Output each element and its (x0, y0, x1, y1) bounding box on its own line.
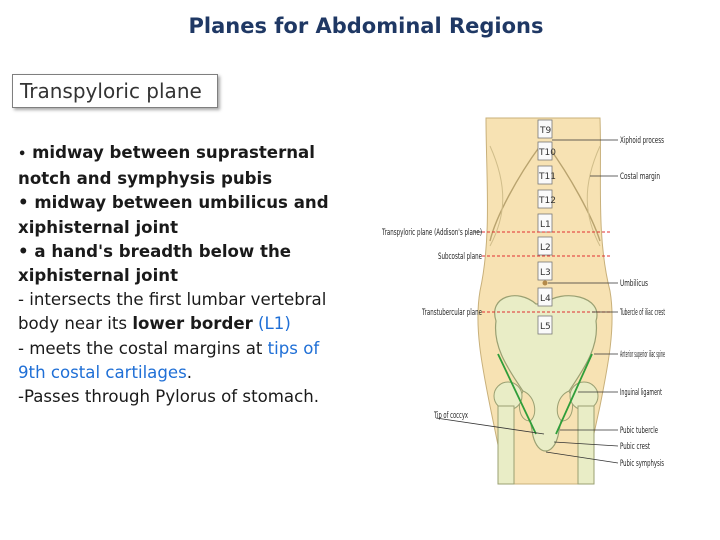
body-text: • midway between suprasternal notch and … (18, 141, 363, 409)
text-line-3: • midway between umbilicus and (18, 193, 329, 213)
label-pubic-tubercle: Pubic tubercle (620, 426, 658, 436)
inguinal-ligament-left (497, 353, 537, 435)
vertebra-label-l5: L5 (540, 322, 551, 332)
vertebra-l4 (537, 287, 553, 307)
vertebra-t11 (537, 165, 553, 185)
inguinal-ligament-right (555, 353, 593, 435)
bullet-small: • (18, 147, 27, 162)
label-inguinal-ligament: Inguinal ligament (620, 388, 662, 398)
label-subcostal-plane: Subcostal plane (438, 252, 482, 262)
label-pubic-symphysis: Pubic symphysis (620, 459, 664, 469)
lower-border: lower border (132, 314, 253, 334)
vertebra-l2 (537, 236, 553, 256)
costal-margin-left (489, 145, 541, 242)
leader-coccyx (435, 417, 545, 435)
vertebra-label-l4: L4 (540, 294, 551, 304)
vertebra-label-l3: L3 (540, 268, 551, 278)
vertebra-t9 (537, 119, 553, 139)
line10b: . (186, 362, 193, 382)
l1-ref: (L1) (258, 314, 291, 334)
femur-right (577, 405, 595, 485)
line8a: body near its (18, 314, 133, 334)
subheading: Transpyloric plane (20, 79, 202, 103)
rib-contour (586, 145, 601, 247)
vertebra-label-l2: L2 (540, 243, 551, 253)
vertebra-label-t10: T10 (538, 148, 556, 158)
text-line-5: • a hand's breadth below the (18, 241, 292, 261)
vertebral-column (537, 119, 553, 335)
abdominal-planes-diagram: T9 T10 T11 T12 L1 L2 L3 L4 L5 Transpylor… (381, 117, 665, 485)
label-transtubercular-plane: Transtubercular plane (421, 308, 482, 318)
vertebra-l5 (537, 315, 553, 335)
text-line-7: - intersects the first lumbar vertebral (18, 290, 327, 310)
line1: midway between suprasternal (26, 143, 315, 162)
vertebra-t10 (537, 141, 553, 161)
page-title: Planes for Abdominal Regions (188, 14, 544, 38)
label-tip-of-coccyx: Tip of coccyx (433, 411, 468, 421)
vertebra-t12 (537, 189, 553, 209)
costal-cartilages: 9th costal cartilages (18, 362, 187, 382)
leader-pubic-symphysis (545, 451, 619, 464)
femur-left (497, 405, 515, 485)
label-xiphoid-process: Xiphoid process (620, 136, 664, 146)
leader-pubic-crest (553, 441, 619, 447)
vertebra-l3 (537, 261, 553, 281)
vertebra-label-t9: T9 (539, 126, 551, 136)
subheading-box: Transpyloric plane (12, 74, 218, 108)
label-pubic-crest: Pubic crest (620, 442, 650, 452)
text-line-11: -Passes through Pylorus of stomach. (18, 387, 319, 407)
text-line-9: - meets the costal margins at tips of (18, 337, 363, 361)
label-costal-margin: Costal margin (620, 172, 660, 182)
vertebra-label-t12: T12 (538, 196, 556, 206)
umbilicus (542, 280, 548, 286)
text-line-1: • midway between suprasternal (18, 141, 363, 167)
text-line-10: 9th costal cartilages. (18, 361, 363, 385)
label-umbilicus: Umbilicus (620, 279, 648, 289)
label-asis: Anterior superior iliac spine (620, 350, 665, 360)
costal-margin-right (547, 145, 601, 242)
rib-contour (489, 145, 504, 247)
text-line-8: body near its lower border (L1) (18, 312, 363, 336)
label-transpyloric-plane: Transpyloric plane (Addison's plane) (381, 228, 482, 238)
text-line-2: notch and symphysis pubis (18, 169, 273, 189)
line9a: - meets the costal margins at (18, 338, 268, 358)
text-line-4: xiphisternal joint (18, 217, 179, 237)
vertebra-label-t11: T11 (538, 172, 556, 182)
label-tubercle-iliac-crest: Tubercle of iliac crest (619, 308, 665, 318)
text-line-6: xiphisternal joint (18, 266, 179, 286)
vertebra-label-l1: L1 (540, 220, 551, 230)
tips-of: tips of (267, 338, 320, 358)
